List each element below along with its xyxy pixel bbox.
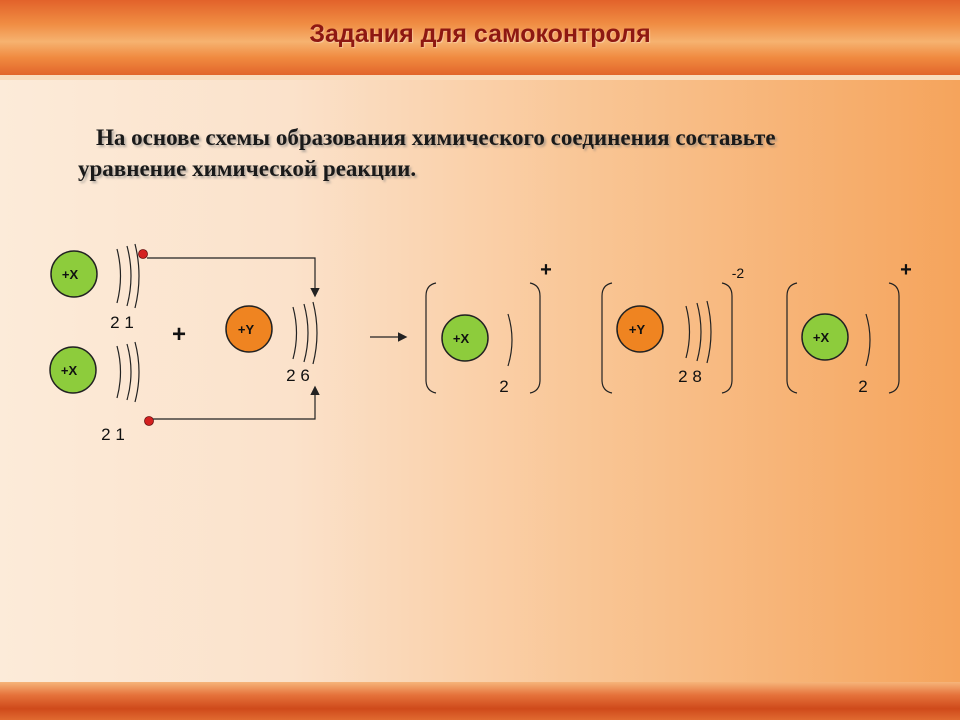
atom-x-label: +X <box>62 267 79 282</box>
task-text: На основе схемы образования химического … <box>78 122 878 184</box>
product-ion-y: +Y 2 8 -2 <box>601 265 745 394</box>
shell-electron-counts: 2 6 <box>286 366 310 385</box>
shell-electron-counts: 2 1 <box>101 425 125 444</box>
header-band <box>0 0 960 80</box>
electron-shell-1 <box>116 345 122 399</box>
left-bracket <box>425 282 437 394</box>
left-bracket <box>786 282 798 394</box>
electron-shell-1 <box>685 305 691 359</box>
ion-charge: + <box>540 259 552 281</box>
electron-shell-1 <box>116 248 122 304</box>
product-ion-x-1: +X 2 + <box>425 259 552 396</box>
atom-y-label: +Y <box>629 322 646 337</box>
left-bracket <box>601 282 613 394</box>
electron-transfer-arrow-bottom <box>153 385 320 420</box>
electron-shell-2 <box>696 302 702 362</box>
electron-shell-3 <box>134 243 140 309</box>
reactant-atom-x-2: +X 2 1 <box>49 341 140 444</box>
shell-electron-counts: 2 8 <box>678 367 702 386</box>
product-ion-x-2: +X 2 + <box>786 259 912 396</box>
electron-shell-2 <box>303 303 309 363</box>
plus-sign: + <box>172 321 186 348</box>
slide-title: Задания для самоконтроля <box>309 20 651 48</box>
atom-x-label: +X <box>453 331 470 346</box>
valence-electron-top <box>138 249 148 259</box>
atom-x-label: +X <box>813 330 830 345</box>
electron-shell-3 <box>134 341 140 403</box>
electron-shell-2 <box>126 343 132 401</box>
electron-shell-2 <box>126 245 132 307</box>
shell-electron-counts: 2 <box>858 377 867 396</box>
task-line-2: уравнение химической реакции. <box>78 156 417 181</box>
atom-y-label: +Y <box>238 322 255 337</box>
shell-electron-counts: 2 <box>499 377 508 396</box>
right-bracket <box>888 282 900 394</box>
shell-electron-counts: 2 1 <box>110 313 134 332</box>
ion-charge: -2 <box>732 265 745 281</box>
electron-transfer-arrow-top <box>147 257 320 298</box>
electron-shell-3 <box>312 301 318 365</box>
right-bracket <box>529 282 541 394</box>
right-bracket <box>721 282 733 394</box>
electron-shell-1 <box>507 313 513 367</box>
task-line-1: На основе схемы образования химического … <box>96 125 776 150</box>
electron-shell-3 <box>706 300 712 364</box>
footer-band <box>0 682 960 720</box>
ion-charge: + <box>900 259 912 281</box>
reactant-atom-x-1: +X 2 1 <box>50 243 140 332</box>
reactant-atom-y: +Y 2 6 <box>225 301 318 385</box>
electron-shell-1 <box>865 313 871 367</box>
electron-shell-1 <box>292 306 298 360</box>
valence-electron-bottom <box>144 416 154 426</box>
atom-x-label: +X <box>61 363 78 378</box>
